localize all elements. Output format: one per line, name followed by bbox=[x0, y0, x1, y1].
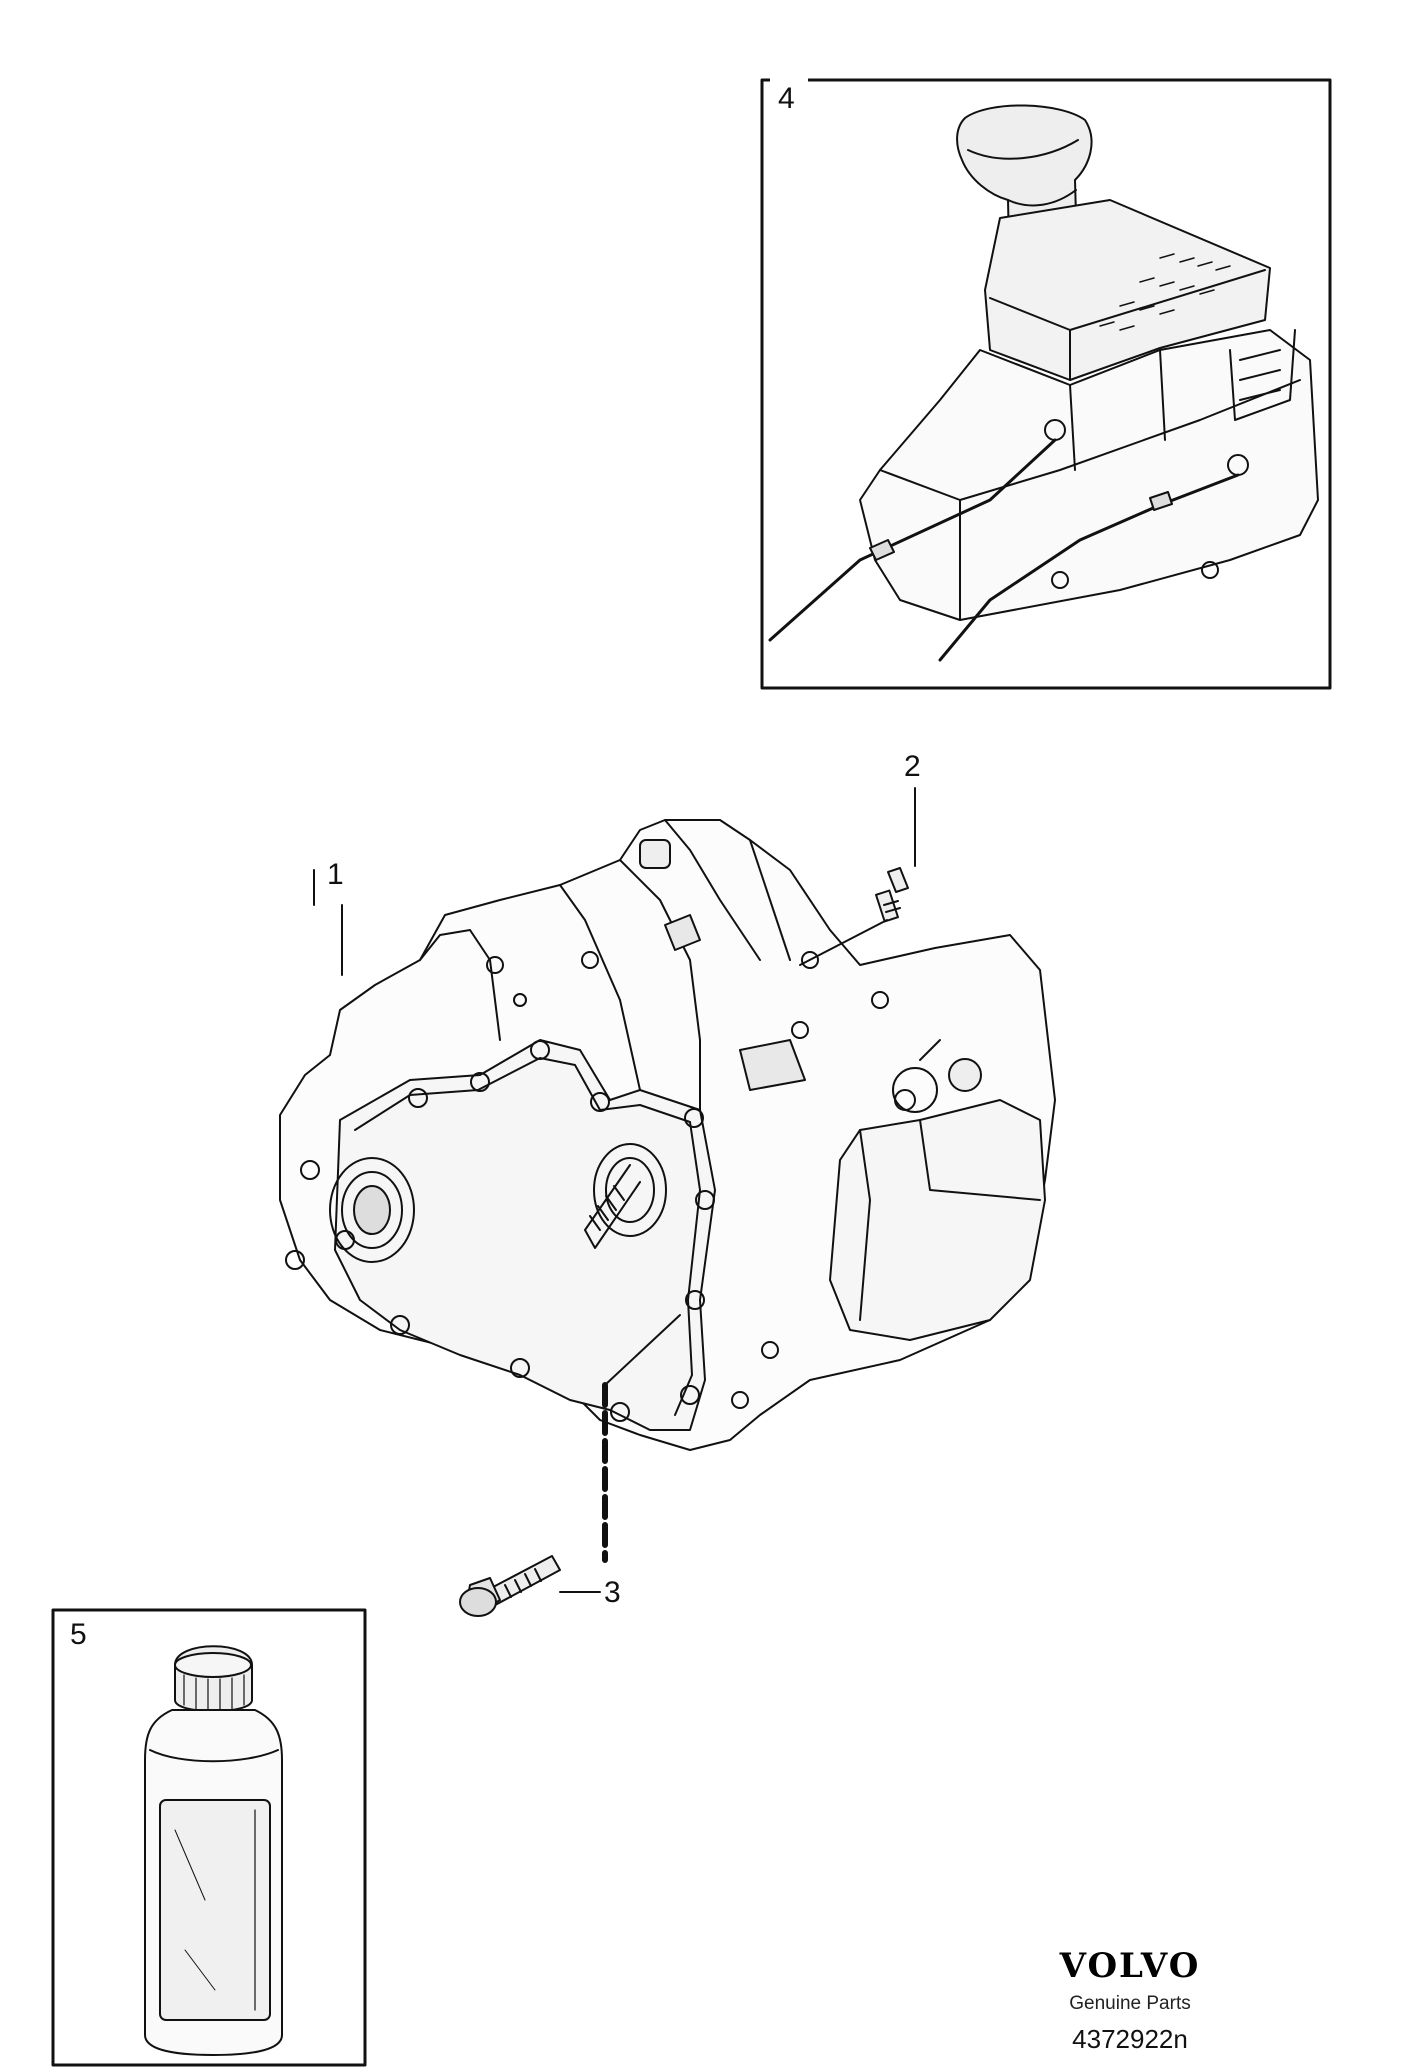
inset-frame-5 bbox=[51, 1608, 367, 2067]
gear-gate-cover bbox=[984, 199, 1271, 381]
inset-fluid-bottle bbox=[51, 1608, 367, 2067]
genuine-parts-label: Genuine Parts bbox=[1069, 1993, 1191, 2014]
gate-markings bbox=[1099, 253, 1231, 331]
leader-lines bbox=[313, 787, 916, 1593]
selector-cable-a bbox=[768, 438, 1057, 642]
selector-cable-b bbox=[938, 473, 1240, 662]
transmission-oil-pan bbox=[829, 1099, 1046, 1341]
callout-4: 4 bbox=[778, 82, 795, 115]
callout-5: 5 bbox=[70, 1618, 87, 1651]
bell-housing bbox=[334, 1039, 716, 1431]
gear-selector-assembly bbox=[768, 104, 1319, 662]
bolt-2 bbox=[799, 867, 909, 966]
input-shaft bbox=[584, 1143, 667, 1249]
bolt-3 bbox=[459, 1555, 561, 1617]
output-shaft-seal-left bbox=[329, 1157, 415, 1263]
selector-housing bbox=[859, 329, 1319, 621]
automatic-gearbox bbox=[279, 819, 1056, 1451]
callout-1: 1 bbox=[327, 858, 344, 891]
volvo-logo: VOLVO bbox=[1059, 1946, 1201, 1986]
inset-frame-4 bbox=[760, 78, 1332, 690]
atf-bottle bbox=[144, 1645, 283, 2056]
diagram-number: 4372922n bbox=[1072, 2024, 1188, 2054]
inset-gear-selector bbox=[760, 66, 1332, 690]
callout-3: 3 bbox=[604, 1576, 621, 1609]
callout-2: 2 bbox=[904, 750, 921, 783]
bottle-label bbox=[159, 1799, 271, 2021]
